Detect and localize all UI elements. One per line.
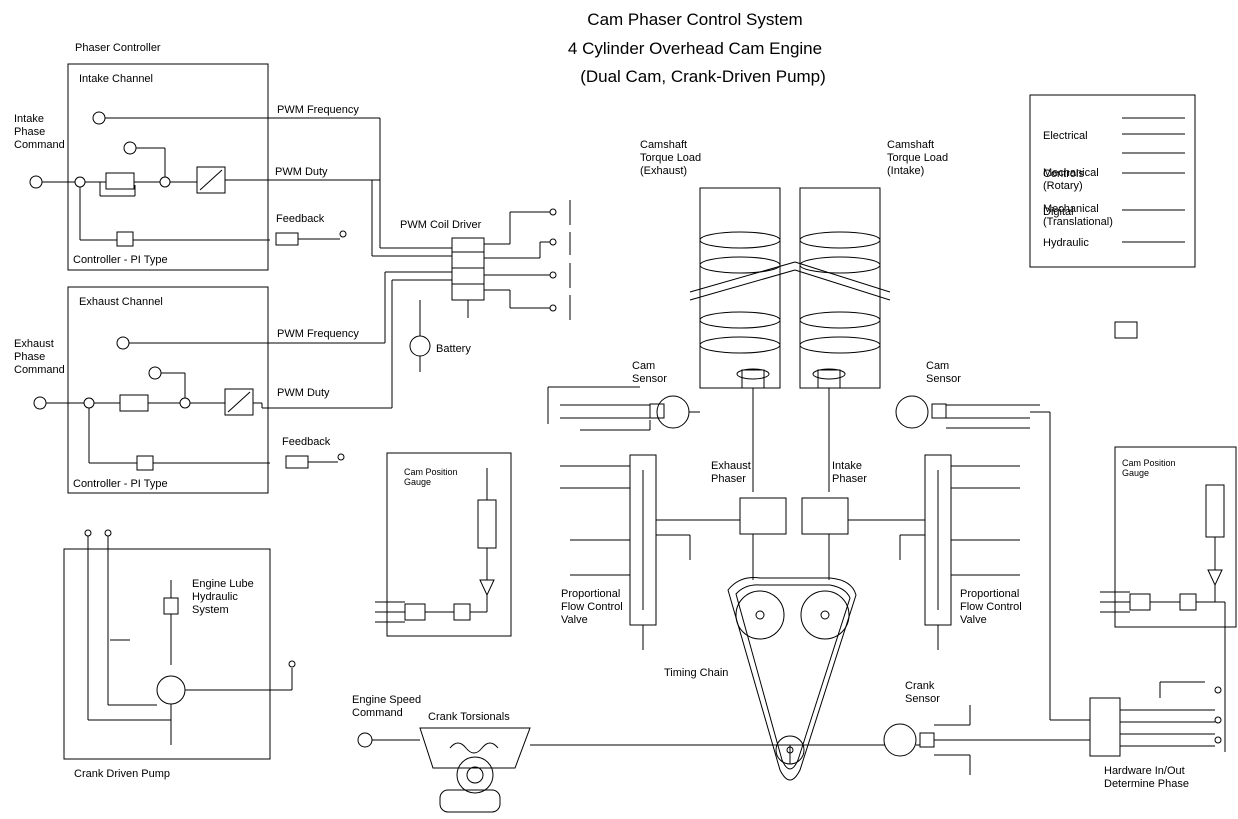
valve-left-label: Proportional Flow Control Valve (561, 588, 623, 627)
title-line-1: Cam Phaser Control System (540, 9, 850, 31)
crank-torsionals-label: Crank Torsionals (428, 711, 510, 724)
engine-speed-source (358, 733, 372, 747)
engine-speed-command-label: Engine Speed Command (352, 694, 421, 720)
exhaust-controller-label: Controller - PI Type (73, 478, 168, 491)
legend-hydraulic: Hydraulic (1043, 237, 1089, 250)
camshaft-exhaust-drawing (690, 188, 795, 492)
crank-torsionals-drawing (420, 728, 530, 768)
title-line-2: 4 Cylinder Overhead Cam Engine (540, 38, 850, 60)
exhaust-phaser-drawing (740, 498, 786, 534)
intake-feedback-label: Feedback (276, 213, 324, 226)
intake-phase-command-label: Intake Phase Command (14, 113, 65, 152)
title-line-3: (Dual Cam, Crank-Driven Pump) (548, 66, 858, 88)
exhaust-channel-box (68, 287, 268, 493)
timing-chain-drawing (728, 578, 856, 781)
exhaust-pwm-duty-label: PWM Duty (277, 387, 330, 400)
legend-mech-rotary: Mechanical (Rotary) (1043, 167, 1099, 193)
legend-electrical: Electrical (1043, 130, 1088, 142)
exhaust-channel-label: Exhaust Channel (79, 296, 163, 309)
exhaust-feedback-label: Feedback (282, 436, 330, 449)
intake-phaser-drawing (802, 498, 848, 534)
cam-gauge-right-label: Cam Position Gauge (1122, 458, 1176, 478)
cam-sensor-left-drawing (548, 387, 700, 430)
intake-pi-controller (30, 112, 380, 246)
camshaft-intake-label: Camshaft Torque Load (Intake) (887, 139, 948, 178)
cam-sensor-left-label: Cam Sensor (632, 360, 667, 386)
intake-pwm-frequency-label: PWM Frequency (277, 104, 359, 117)
crank-sensor-label: Crank Sensor (905, 680, 940, 706)
exhaust-phaser-label: Exhaust Phaser (711, 460, 751, 486)
timing-chain-label: Timing Chain (664, 667, 728, 680)
intake-channel-label: Intake Channel (79, 73, 153, 86)
exhaust-pwm-frequency-label: PWM Frequency (277, 328, 359, 341)
camshaft-intake-drawing (795, 188, 890, 492)
cam-gauge-left-label: Cam Position Gauge (404, 467, 458, 487)
camshaft-exhaust-label: Camshaft Torque Load (Exhaust) (640, 139, 701, 178)
exhaust-pi-controller (34, 337, 385, 470)
intake-controller-label: Controller - PI Type (73, 254, 168, 267)
hardware-io-block (1090, 698, 1120, 756)
exhaust-phase-command-label: Exhaust Phase Command (14, 338, 65, 377)
legend-mech-translational: Mechanical (Translational) (1043, 203, 1113, 229)
intake-pwm-duty-label: PWM Duty (275, 166, 328, 179)
crank-sensor-drawing (884, 724, 916, 756)
intake-phaser-label: Intake Phaser (832, 460, 867, 486)
valve-right-label: Proportional Flow Control Valve (960, 588, 1022, 627)
phaser-controller-label: Phaser Controller (75, 42, 161, 55)
cam-sensor-right-label: Cam Sensor (926, 360, 961, 386)
pwm-coil-driver-label: PWM Coil Driver (400, 219, 481, 232)
crank-driven-pump-label: Crank Driven Pump (74, 768, 170, 781)
engine-lube-label: Engine Lube Hydraulic System (192, 578, 254, 617)
battery-label: Battery (436, 343, 471, 356)
hardware-io-label: Hardware In/Out Determine Phase (1104, 765, 1189, 791)
intake-channel-box (68, 64, 268, 270)
